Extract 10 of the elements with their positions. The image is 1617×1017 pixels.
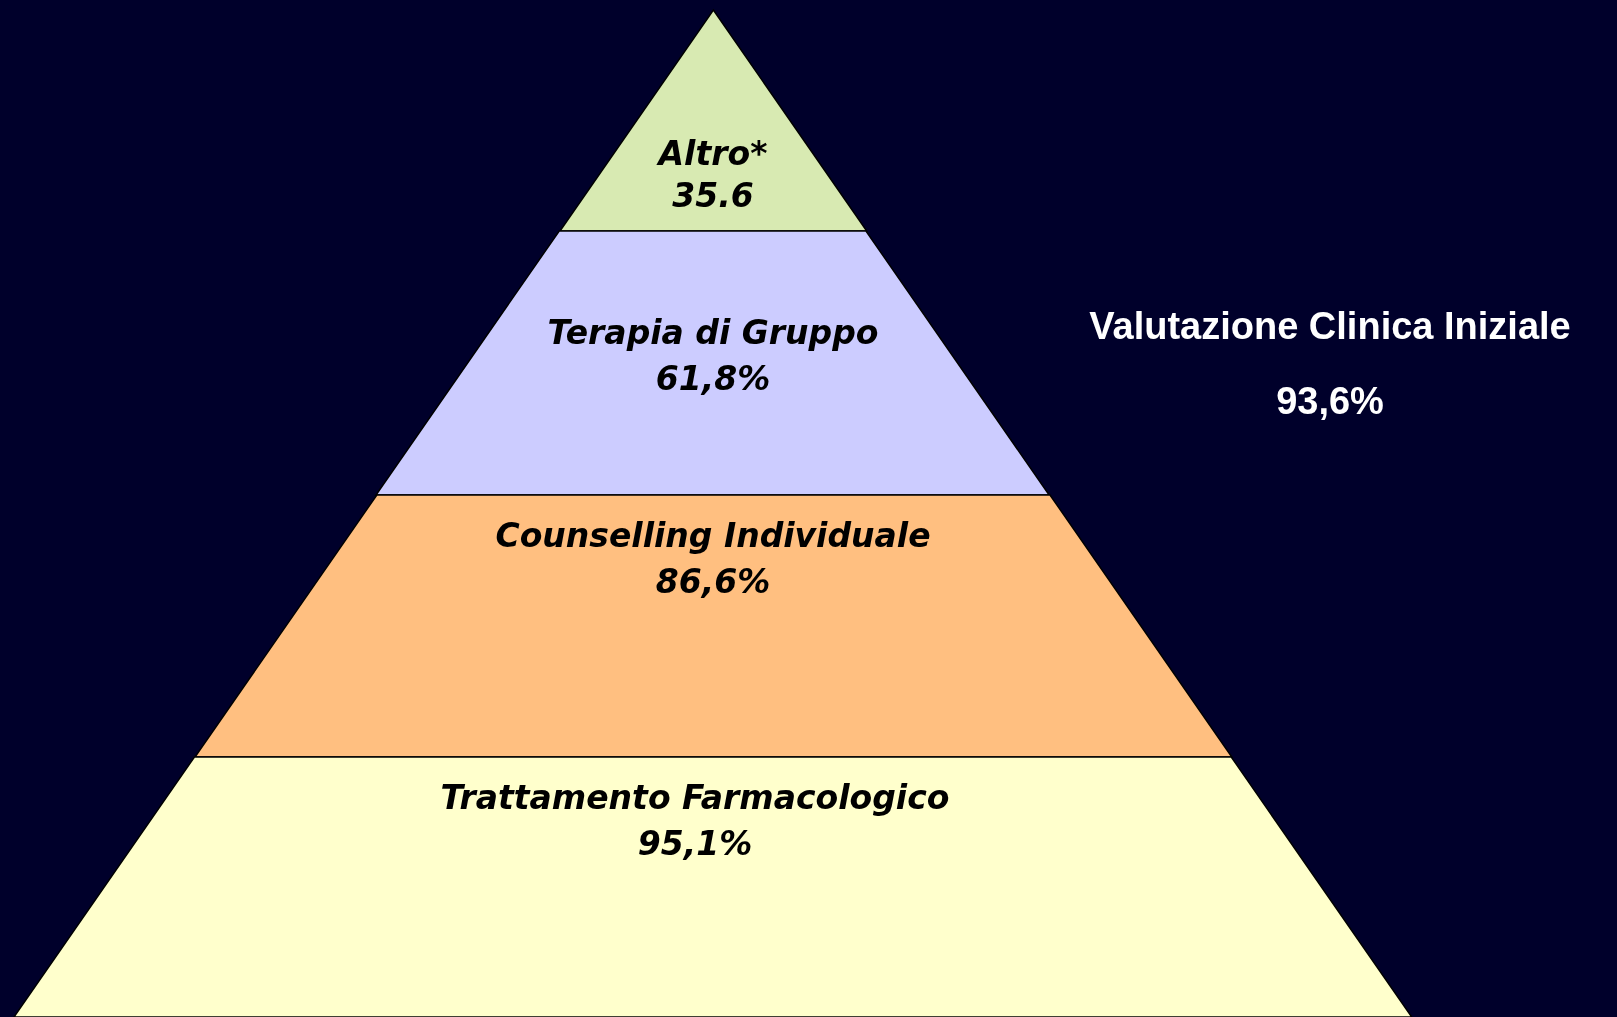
band-value: 86,6% (655, 562, 771, 601)
band-title: Altro* (658, 135, 768, 173)
band-title: Terapia di Gruppo (547, 314, 879, 352)
band-title: Counselling Individuale (495, 517, 931, 555)
side-title: Valutazione Clinica Iniziale (1089, 305, 1571, 348)
band-value: 35.6 (672, 176, 754, 215)
side-value: 93,6% (1276, 380, 1384, 423)
band-value: 61,8% (655, 359, 771, 398)
band-title: Trattamento Farmacologico (440, 779, 950, 817)
band-value: 95,1% (637, 824, 753, 863)
